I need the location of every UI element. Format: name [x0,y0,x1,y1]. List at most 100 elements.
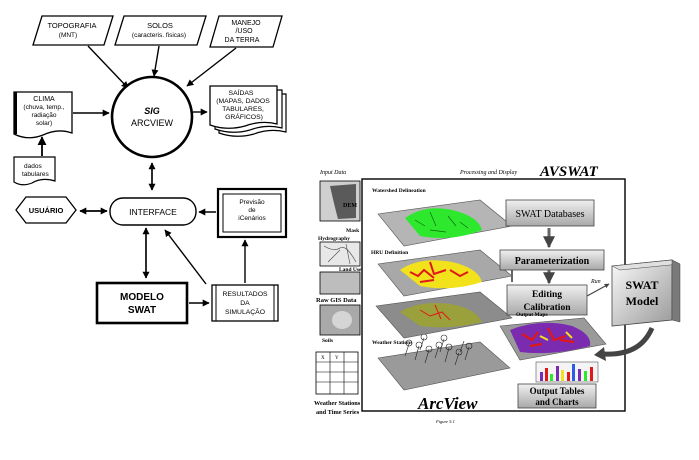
soils-map-fill [400,303,482,328]
previsao-box: Previsão de iCenários [216,187,288,239]
input-thumbnails: DEM Mask Hydrography Land Use Raw GIS Da… [314,180,362,416]
saidas-label-3: TABULARES, [222,106,264,113]
hru-layer-label: HRU Definition [371,250,408,256]
swat-model-label-2: Model [626,294,659,308]
input-data-header: Input Data [319,170,346,176]
modelo-swat-box: MODELO SWAT [95,281,189,325]
editing-calibration-box [506,284,588,316]
calibration-label: Calibration [524,303,572,313]
saidas-label-4: GRÁFICOS) [225,112,263,121]
manejo-label-1: MANEJO [231,20,261,27]
clima-label-3: radiação [32,112,57,119]
arrow-topografia-sig [87,45,129,89]
solos-label-2: (caracteris. fisicas) [132,32,186,39]
land-use-thumbnail [319,271,361,295]
resultados-label-2: DA [240,300,250,307]
weather-station-markers [404,333,473,366]
output-tables-box [517,383,597,409]
watershed-layer-label: Watershed Delineation [372,188,426,194]
avswat-title: AVSWAT [539,164,599,180]
previsao-label-3: iCenários [238,215,266,222]
previsao-label-1: Previsão [239,199,265,206]
swat-model-label-1: SWAT [625,278,658,292]
parameterization-box [499,249,605,271]
arrow-run-model [586,283,610,297]
avswat-figure: Input Data Processing and Display AVSWAT… [314,164,681,424]
topografia-label-1: TOPOGRAFIA [47,21,96,30]
sig-sub: ARCVIEW [131,118,174,128]
swat-model-side [671,259,681,323]
manejo-label-3: DA TERRA [225,37,260,44]
raw-gis-label: Raw GIS Data [316,297,357,304]
soils-map-patches [419,304,451,321]
watershed-map-lines [414,211,469,233]
topografia-box: TOPOGRAFIA (MNT) [32,15,114,46]
mask-label: Mask [346,228,360,234]
run-label: Run [590,279,601,285]
watershed-map-fill [405,208,482,238]
layer-stack: Weather Stations HRU Definition Watershe… [371,188,513,391]
usuario-box: USUÁRIO [15,196,77,224]
clima-label-1: CLIMA [33,96,55,103]
model-return-arrow [603,326,655,357]
manejo-label-2: /USO [235,28,253,35]
previsao-label-2: de [248,207,256,214]
dados-label-1: dados [24,163,42,170]
dados-tabulares-box: dados tabulares [13,156,56,186]
processing-boxes: SWAT Databases Parameterization Editing … [499,199,681,409]
interface-box: INTERFACE [109,197,197,226]
swat-databases-box [505,199,595,227]
figure-caption: Figure 5.1 [435,419,455,424]
output-maps-yellow [539,331,573,341]
table-header-y: Y [335,356,339,361]
soils-label: Soils [322,338,333,344]
clima-label-4: solar) [36,120,52,127]
resultados-label-3: SIMULAÇÃO [225,307,265,316]
arrow-manejo-sig [186,47,237,87]
sig-arcview-circle: SIG ARCVIEW [110,75,194,159]
clima-label-2: (chuva, temp., [23,104,64,111]
sig-title: SIG [144,106,160,116]
solos-box: SOLOS (caracteris. fisicas) [114,15,207,46]
output-tables-label-2: and Charts [535,397,579,407]
xy-table [315,351,359,395]
interface-label: INTERFACE [129,207,177,217]
hru-map-patches [409,261,469,283]
output-tables-label-1: Output Tables [530,386,585,396]
resultados-label-1: RESULTADOS [222,291,268,298]
output-chart-bars [540,364,593,381]
output-maps-patches [521,327,575,348]
dem-label: DEM [343,203,357,209]
weather-stations-label-2: and Time Series [316,409,360,416]
swat-databases-label: SWAT Databases [516,209,585,220]
editing-label: Editing [532,290,562,300]
output-maps-label: Output Maps [516,312,548,318]
hydrography-lines [323,243,357,265]
soils-shape [332,311,352,329]
solos-label-1: SOLOS [147,21,173,30]
layer-weather [377,341,511,391]
topografia-label-2: (MNT) [59,32,77,39]
arcview-label: ArcView [417,394,478,413]
dados-label-2: tabulares [22,171,49,178]
model-return-arrowhead [594,347,606,361]
saidas-box: SAÍDAS (MAPAS, DADOS TABULARES, GRÁFICOS… [209,85,287,137]
clima-box: CLIMA (chuva, temp., radiação solar) [13,91,73,139]
hydrography-thumbnail [319,241,361,267]
saidas-label-2: (MAPAS, DADOS [216,98,270,105]
manejo-box: MANEJO /USO DA TERRA [209,15,283,48]
usuario-label: USUÁRIO [29,206,64,215]
land-use-label: Land Use [339,267,362,273]
arrow-solos-sig [151,45,160,77]
dem-shape [330,184,356,219]
resultados-box: RESULTADOS DA SIMULAÇÃO [211,284,279,322]
table-header-x: X [321,356,325,361]
processing-header: Processing and Display [459,170,517,176]
parameterization-label: Parameterization [515,256,590,267]
hydrography-label: Hydrography [318,236,350,242]
weather-stations-layer-label: Weather Stations [372,340,412,346]
saidas-label-1: SAÍDAS [229,88,254,97]
modelo-label-1: MODELO [120,292,164,303]
weather-stations-label-1: Weather Stations [314,400,361,407]
